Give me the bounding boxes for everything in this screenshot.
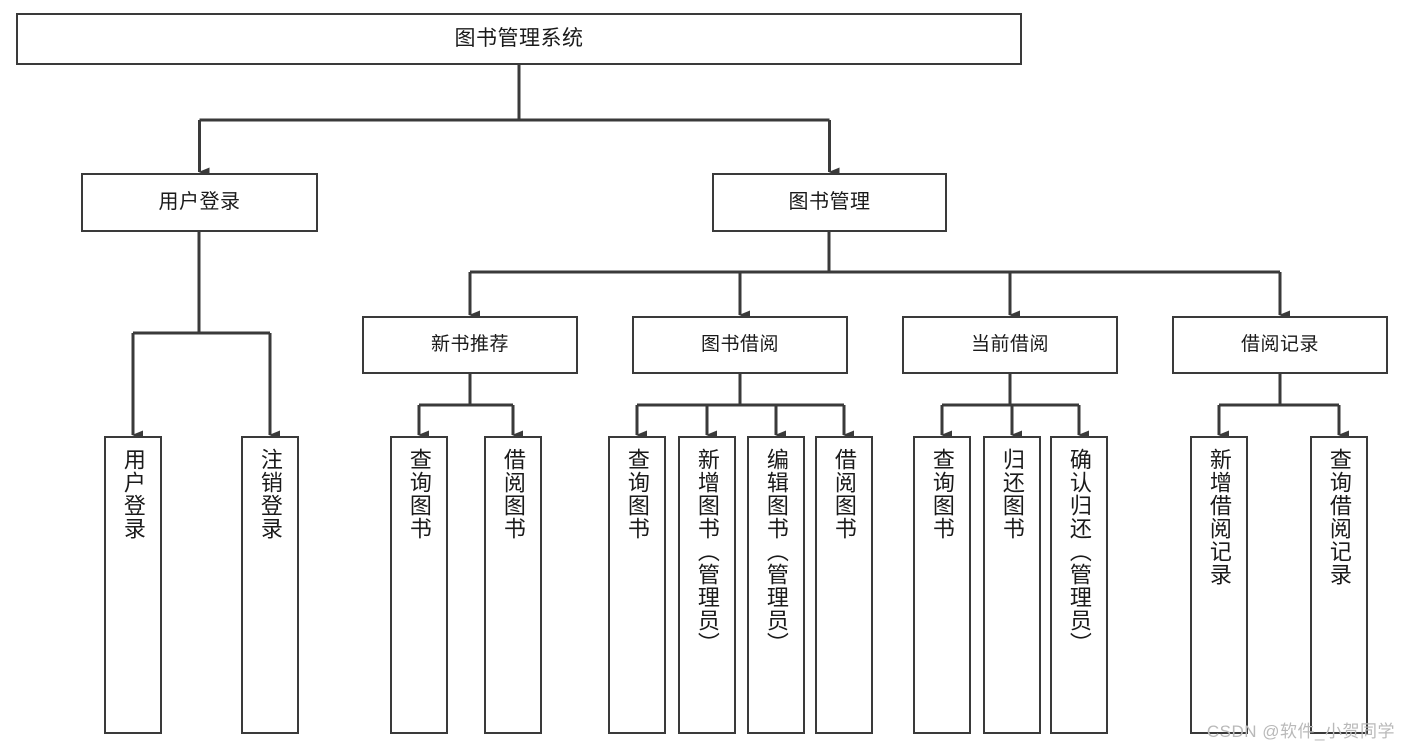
tree-node-leaf-12[interactable]: 查询借阅记录 (1310, 436, 1368, 734)
tree-node-l2-1[interactable]: 图书管理 (712, 173, 947, 232)
tree-node-leaf-9[interactable]: 归还图书 (983, 436, 1041, 734)
tree-node-label: 归还图书 (999, 448, 1025, 540)
tree-node-label: 查询图书 (406, 448, 432, 540)
tree-node-label: 借阅图书 (500, 448, 526, 540)
tree-node-label: 借阅记录 (1240, 334, 1319, 356)
tree-node-label: 新增图书（管理员） (694, 448, 720, 655)
tree-node-l3-1[interactable]: 图书借阅 (632, 316, 848, 374)
tree-node-leaf-8[interactable]: 查询图书 (913, 436, 971, 734)
tree-edges (131, 65, 1349, 440)
tree-node-l3-0[interactable]: 新书推荐 (362, 316, 578, 374)
tree-node-leaf-11[interactable]: 新增借阅记录 (1190, 436, 1248, 734)
tree-node-label: 查询借阅记录 (1326, 448, 1352, 586)
tree-node-leaf-3[interactable]: 借阅图书 (484, 436, 542, 734)
tree-node-leaf-6[interactable]: 编辑图书（管理员） (747, 436, 805, 734)
tree-node-label: 查询图书 (929, 448, 955, 540)
tree-node-label: 用户登录 (158, 191, 241, 214)
tree-node-root[interactable]: 图书管理系统 (16, 13, 1022, 65)
tree-node-label: 查询图书 (624, 448, 650, 540)
tree-node-leaf-1[interactable]: 注销登录 (241, 436, 299, 734)
tree-node-leaf-5[interactable]: 新增图书（管理员） (678, 436, 736, 734)
tree-node-l2-0[interactable]: 用户登录 (81, 173, 318, 232)
tree-node-label: 当前借阅 (970, 334, 1049, 356)
tree-node-label: 用户登录 (120, 448, 146, 540)
tree-node-label: 图书管理 (788, 191, 871, 214)
tree-node-leaf-2[interactable]: 查询图书 (390, 436, 448, 734)
tree-node-l3-2[interactable]: 当前借阅 (902, 316, 1118, 374)
tree-node-l3-3[interactable]: 借阅记录 (1172, 316, 1388, 374)
tree-node-label: 新增借阅记录 (1206, 448, 1232, 586)
tree-node-label: 确认归还（管理员） (1066, 448, 1092, 655)
tree-node-label: 编辑图书（管理员） (763, 448, 789, 655)
tree-node-leaf-4[interactable]: 查询图书 (608, 436, 666, 734)
tree-node-leaf-10[interactable]: 确认归还（管理员） (1050, 436, 1108, 734)
tree-node-label: 注销登录 (257, 448, 283, 540)
tree-node-leaf-7[interactable]: 借阅图书 (815, 436, 873, 734)
watermark-label: CSDN @软件_小贺同学 (1206, 722, 1395, 741)
tree-node-leaf-0[interactable]: 用户登录 (104, 436, 162, 734)
tree-node-label: 新书推荐 (430, 334, 509, 356)
tree-node-label: 图书借阅 (700, 334, 779, 356)
tree-node-label: 借阅图书 (831, 448, 857, 540)
tree-node-label: 图书管理系统 (454, 27, 584, 51)
